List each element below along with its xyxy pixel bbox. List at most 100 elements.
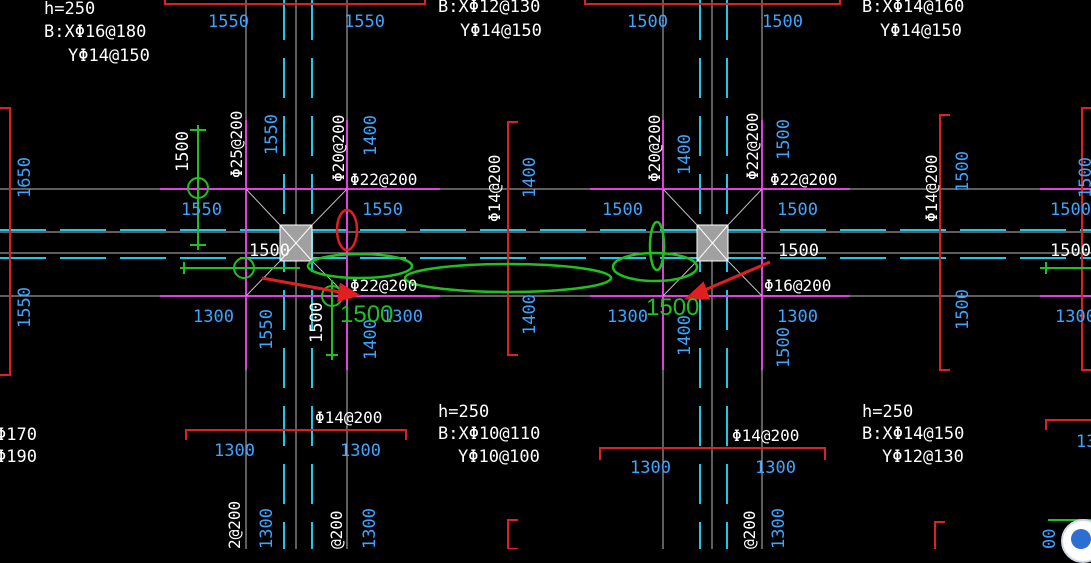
dim-right-edge-upper: 1500 [1050,200,1091,220]
dim-bottom-edge-far-right: 13 [1076,432,1091,452]
rebar-14-200-mid-label: Φ14@200 [485,155,504,222]
column-right [662,188,763,297]
dim-top-right-b: 1500 [762,12,803,32]
red-arrows [261,260,771,303]
slab-note-top-left-1: h=250 [44,0,95,19]
red-arrow-right-head [684,281,711,300]
dim-lower-left-green-1500: 1500 [307,302,327,343]
dimension-numbers: 1550 1550 1500 1500 1550 1550 1500 1500 … [181,12,1091,478]
dim-bottom-left-1300a: 1300 [214,441,255,461]
red-arrow-right-shaft [699,260,771,294]
slab-note-bottom-right-1: h=250 [862,402,913,422]
dim-right-edge-label: 1500 [1050,241,1091,261]
dim-vert-right-upper-b: 1500 [774,119,794,160]
rebar-14-200-far-right-label: Φ14@200 [922,155,941,222]
dim-lower-right-vert-1500: 1500 [774,327,794,368]
ellipse-red-1 [335,208,359,252]
dim-right-edge-mid: 1500 [1076,157,1091,198]
green-circle-left-2 [233,257,255,279]
dim-bottom-mid-1300b: 1300 [755,458,796,478]
dim-left-edge-lower: 1550 [15,287,35,328]
dim-far-right-upper: 1500 [953,151,973,192]
slab-note-top-mid-2: YΦ14@150 [460,21,542,41]
rebar-edge-bottom-mid-label: @200 [327,510,346,549]
beam-center-lines [0,231,1091,254]
dim-left-edge-upper: 1650 [15,157,35,198]
slab-note-top-left-2: B:XΦ16@180 [44,22,146,42]
dim-lower-left-vert-1400: 1400 [361,319,381,360]
dim-lower-right-vert-1400: 1400 [675,315,695,356]
red-bracket-mid [507,121,518,356]
rebar-16-200-bottom-right-label: Φ16@200 [764,276,831,295]
slab-notes: h=250 B:XΦ16@180 YΦ14@150 B:XΦ12@130 YΦ1… [0,0,964,467]
ellipse-green-3 [611,251,699,283]
dim-beam-right-label: 1500 [778,241,819,261]
slab-note-bottom-mid-3: YΦ10@100 [458,447,540,467]
dim-green-left-1500: 1500 [249,241,290,261]
red-bracket-bottom-mid [599,447,826,460]
dim-top-left-a: 1550 [208,12,249,32]
red-arrow-left-head [337,282,361,303]
dim-green-left-horiz: 1550 [181,200,222,220]
red-arrow-left-shaft [261,276,346,295]
dim-bottom-mid-1300a: 1300 [630,458,671,478]
slab-note-top-mid-1: B:XΦ12@130 [438,0,540,17]
green-annotation-labels: 1500 1500 [340,294,699,328]
dim-beam-right-b: 1500 [777,200,818,220]
cad-drawing-canvas: h=250 B:XΦ16@180 YΦ14@150 B:XΦ12@130 YΦ1… [0,0,1091,549]
white-dimension-numbers: 1500 1500 1500 1500 1500 [173,131,1091,343]
dim-mid-span-upper: 1400 [520,157,540,198]
dim-lower-right-1300: 1300 [607,307,648,327]
green-circle-left-1 [187,177,209,199]
dim-top-right-a: 1500 [627,12,668,32]
dim-green-left-vert: 1500 [173,131,193,172]
red-rebar-brackets [0,0,1091,549]
slab-note-bottom-right-3: YΦ12@130 [882,447,964,467]
support-rebar-lines [160,120,1091,370]
red-bracket-left-upper [0,107,11,376]
annotation-ellipses [306,208,699,294]
dim-upper-mid-left: 1400 [361,115,381,156]
rebar-14-200-low-left-label: Φ14@200 [315,408,382,427]
rebar-22-200-top-right-label: Φ22@200 [770,170,837,189]
slab-note-bottom-mid-2: B:XΦ10@110 [438,424,540,444]
rebar-25-200-label: Φ25@200 [227,111,246,178]
red-bracket-bottom-right [1045,419,1091,430]
dim-lower-left-1300b: 1300 [382,307,423,327]
rebar-dashed-lines [0,0,1091,549]
dim-bottom-vert-1300b: 1300 [360,508,380,549]
columns [245,188,763,297]
dim-beam-left-1550: 1550 [362,200,403,220]
slab-note-top-left-3: YΦ14@150 [68,46,150,66]
dim-right-edge-lower: 1300 [1055,307,1091,327]
column-left [245,188,348,297]
slab-note-bottom-left-2: Φ190 [0,447,37,467]
dim-bottom-left-1300b: 1300 [340,441,381,461]
slab-note-bottom-left-1: Φ170 [0,425,37,445]
watermark-logo [1061,519,1091,563]
ellipse-green-1 [306,252,414,280]
dim-top-left-b: 1550 [344,12,385,32]
dim-bottom-edge-right-small: 00 [1040,529,1060,549]
slab-note-top-right-2: YΦ14@150 [880,21,962,41]
dim-bottom-vert-1300c: 1300 [769,508,789,549]
ellipse-green-4 [648,220,666,272]
red-bracket-top-right [584,0,841,5]
rebar-22-200-vert-right-label: Φ22@200 [743,113,762,180]
dim-mid-span-lower: 1400 [520,294,540,335]
slab-note-bottom-mid-1: h=250 [438,402,489,422]
dim-lower-left-vert-1550: 1550 [257,309,277,350]
dim-bottom-vert-1300a: 1300 [257,508,277,549]
ellipse-green-2 [403,262,613,294]
rebar-22-200-bottom-left-label: Φ22@200 [350,276,417,295]
dim-magenta-vert-upper-left: 1550 [262,114,282,155]
dim-lower-left-1300: 1300 [193,307,234,327]
watermark-logo-inner [1071,529,1091,549]
rebar-20-200-right-label: Φ20@200 [645,115,664,182]
dim-lower-right-1300b: 1300 [777,307,818,327]
red-bracket-right [939,114,950,371]
rebar-edge-bottom-right-label: @200 [740,510,759,549]
red-bracket-top-left [164,0,426,5]
slab-note-bottom-right-2: B:XΦ14@150 [862,424,964,444]
dim-vert-right-upper-a: 1400 [675,134,695,175]
